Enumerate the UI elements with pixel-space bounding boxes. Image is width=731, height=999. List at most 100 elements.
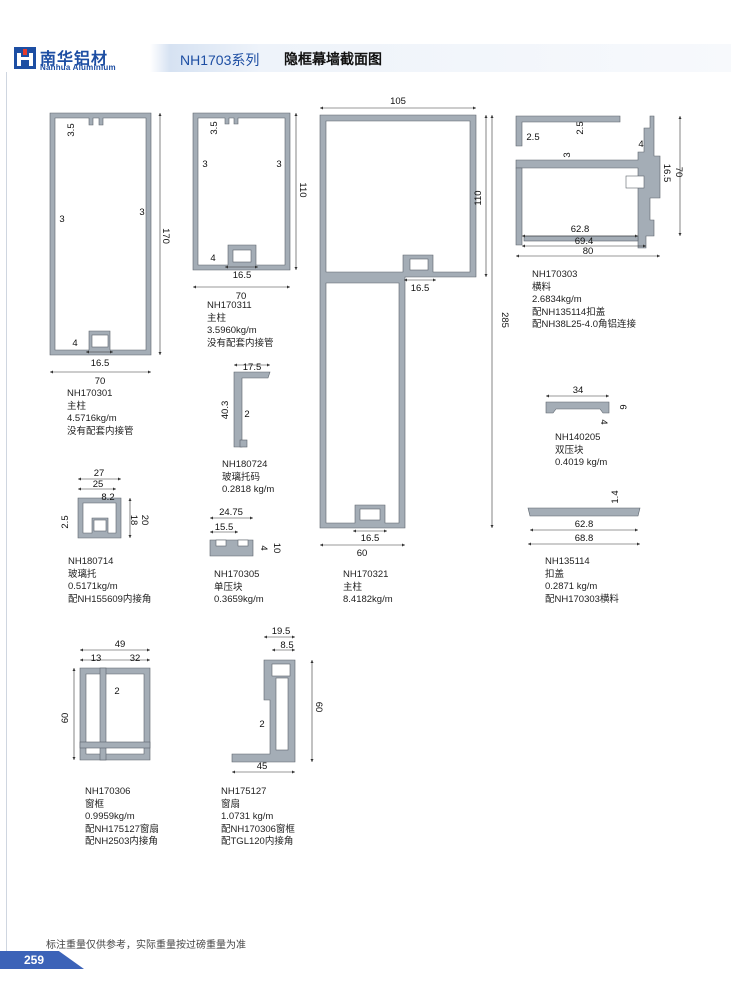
dim-text: 27 xyxy=(94,468,105,479)
profile-code: NH180714 xyxy=(68,556,114,567)
dim-text: 8.2 xyxy=(101,492,114,503)
brand-name-cn: 南华铝材 xyxy=(40,51,109,68)
dim-text: 2.5 xyxy=(526,132,539,143)
profile-name: 玻璃托码 xyxy=(222,471,261,483)
dim-text: 170 xyxy=(160,228,171,244)
nh170321-drawing xyxy=(319,114,477,529)
dim-text: 16.5 xyxy=(361,533,380,544)
profile-name: 单压块 xyxy=(214,581,243,593)
dim-text: 4 xyxy=(210,253,215,264)
dim-text: 20 xyxy=(139,515,150,526)
dim-text: 2 xyxy=(259,719,264,730)
profile-code: NH170311 xyxy=(207,300,252,311)
profile-name: 主柱 xyxy=(207,312,227,324)
profile-code: NH170305 xyxy=(214,569,260,580)
dim-text: 2 xyxy=(244,409,249,420)
dim-text: 105 xyxy=(390,96,406,107)
caption-nh170303: NH170303 横料 2.6834kg/m 配NH135114扣盖 配NH38… xyxy=(532,269,636,332)
profile-code: NH140205 xyxy=(555,432,601,443)
dim-text: 2 xyxy=(114,686,119,697)
profile-note-2: 配NH2503内接角 xyxy=(85,836,158,847)
caption-nh170306: NH170306 窗框 0.9959kg/m 配NH175127窗扇 配NH25… xyxy=(85,786,159,849)
page-number: 259 xyxy=(24,953,45,967)
profile-note: 配NH170306窗框 xyxy=(221,823,295,835)
page-title: 隐框幕墙截面图 xyxy=(284,51,382,67)
profile-code: NH170306 xyxy=(85,786,131,797)
dim-text: 1.4 xyxy=(610,490,621,503)
dim-text: 110 xyxy=(297,182,308,197)
profile-weight: 0.5171kg/m xyxy=(68,581,118,592)
nh170306-drawing xyxy=(79,667,151,761)
profile-code: NH135114 xyxy=(545,556,590,567)
profile-note-2: 配NH38L25-4.0角铝连接 xyxy=(532,319,637,330)
caption-nh170301: NH170301 主柱 4.5716kg/m 没有配套内接管 xyxy=(67,388,134,438)
profile-name: 双压块 xyxy=(555,444,584,456)
dim-text: 60 xyxy=(313,702,324,713)
dim-text: 25 xyxy=(93,479,104,490)
dim-text: 2.5 xyxy=(60,515,71,528)
dim-text: 6 xyxy=(617,404,628,409)
dim-text: 15.5 xyxy=(215,522,234,533)
nh180714-drawing xyxy=(77,497,122,539)
profile-code: NH170321 xyxy=(343,569,389,580)
dim-text: 3 xyxy=(59,214,64,225)
profile-weight: 3.5960kg/m xyxy=(207,325,257,336)
dim-text: 3.5 xyxy=(209,121,220,134)
profile-name: 扣盖 xyxy=(545,568,565,580)
profile-name: 玻璃托 xyxy=(68,568,97,580)
profile-name: 窗框 xyxy=(85,798,105,810)
profile-weight: 8.4182kg/m xyxy=(343,594,393,605)
dim-text: 62.8 xyxy=(571,224,590,235)
dim-text: 4 xyxy=(258,545,269,550)
profile-note: 配NH155609内接角 xyxy=(68,593,152,605)
profile-code: NH175127 xyxy=(221,786,267,797)
dim-text: 49 xyxy=(115,639,126,650)
dim-text: 3.5 xyxy=(66,123,77,136)
dim-text: 16.5 xyxy=(91,358,110,369)
nh175127-drawing xyxy=(231,659,296,763)
dim-text: 70 xyxy=(95,376,106,387)
dim-text: 16.5 xyxy=(233,270,252,281)
dim-text: 3 xyxy=(276,159,281,170)
page-number-background xyxy=(0,951,84,969)
profile-weight: 1.0731 kg/m xyxy=(221,811,274,822)
profile-code: NH170301 xyxy=(67,388,113,399)
profile-note: 没有配套内接管 xyxy=(67,425,134,437)
page-margin-rule xyxy=(6,72,7,962)
dim-text: 10 xyxy=(271,543,282,554)
header-bar xyxy=(0,44,731,72)
dim-text: 3 xyxy=(139,207,144,218)
profile-name: 主柱 xyxy=(67,400,87,412)
dim-text: 60 xyxy=(60,713,71,724)
profile-code: NH170303 xyxy=(532,269,578,280)
caption-nh175127: NH175127 窗扇 1.0731 kg/m 配NH170306窗框 配TGL… xyxy=(221,786,295,849)
dim-text: 2.5 xyxy=(575,121,586,134)
dim-text: 4 xyxy=(638,139,643,150)
dim-text: 32 xyxy=(130,653,141,664)
profile-weight: 4.5716kg/m xyxy=(67,413,117,424)
caption-nh170321: NH170321 主柱 8.4182kg/m xyxy=(343,569,393,607)
dim-text: 40.3 xyxy=(220,401,231,420)
dim-text: 110 xyxy=(473,190,484,205)
dim-text: 60 xyxy=(357,548,368,559)
dim-text: 70 xyxy=(236,291,247,302)
dim-text: 16.5 xyxy=(411,283,430,294)
dim-text: 3 xyxy=(202,159,207,170)
dim-text: 80 xyxy=(583,246,594,257)
caption-nh170305: NH170305 单压块 0.3659kg/m xyxy=(214,569,264,607)
profile-note: 没有配套内接管 xyxy=(207,337,274,349)
dim-text: 68.8 xyxy=(575,533,594,544)
caption-nh135114: NH135114 扣盖 0.2871 kg/m 配NH170303横料 xyxy=(545,556,619,606)
brand-name-en: Nanhua Aluminium xyxy=(40,63,116,72)
dim-text: 4 xyxy=(598,419,609,424)
nh170311-drawing xyxy=(192,112,291,271)
profile-weight: 0.2818 kg/m xyxy=(222,484,275,495)
nh140205-drawing xyxy=(545,401,610,414)
page-header: 南华铝材 Nanhua Aluminium NH1703系列 隐框幕墙截面图 xyxy=(0,44,731,72)
caption-nh140205: NH140205 双压块 0.4019 kg/m xyxy=(555,432,607,470)
nh135114-drawing xyxy=(527,507,641,517)
page-number-tab: 259 xyxy=(0,951,84,969)
nh180724-drawing xyxy=(233,371,271,448)
profile-note: 配NH170303横料 xyxy=(545,593,619,605)
